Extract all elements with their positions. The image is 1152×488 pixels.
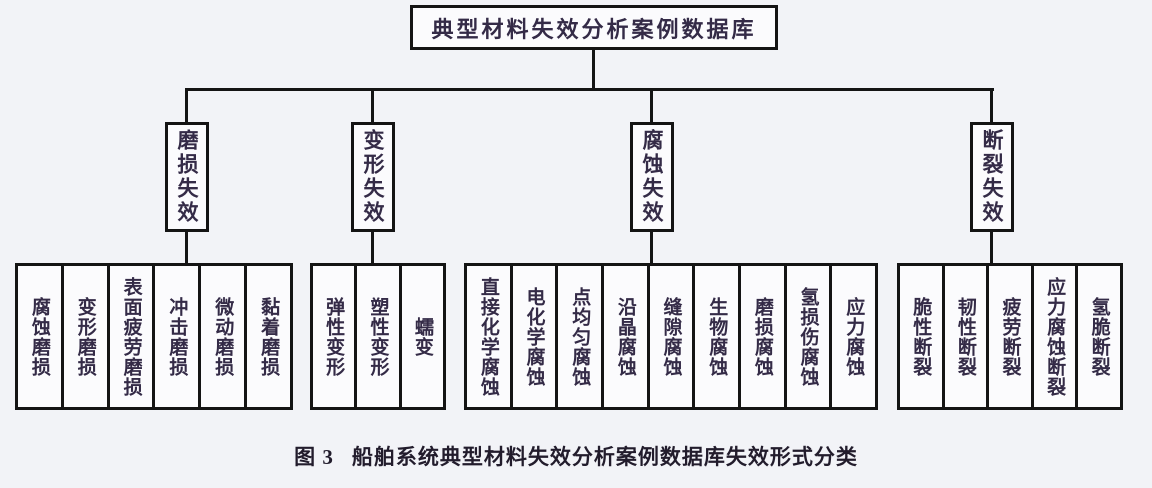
figure-caption-label: 图 3 bbox=[294, 445, 334, 469]
category-node-corrosion-failure: 腐蚀失效 bbox=[630, 122, 674, 232]
connector-stub-fracture-bottom bbox=[990, 232, 993, 263]
leaf-ductile-fracture: 韧性断裂 bbox=[941, 263, 990, 410]
leaf-wear-corrosion: 磨损腐蚀 bbox=[738, 263, 787, 410]
leaf-deformation-wear: 变形磨损 bbox=[60, 263, 110, 410]
leaf-creep: 蠕变 bbox=[398, 263, 446, 410]
leaf-surface-fatigue-wear: 表面疲劳磨损 bbox=[106, 263, 156, 410]
leaf-electrochemical-corrosion: 电化学腐蚀 bbox=[509, 263, 559, 410]
leaf-elastic-deformation: 弹性变形 bbox=[310, 263, 358, 410]
connector-stub-deform-top bbox=[371, 88, 374, 122]
leaf-row-wear: 腐蚀磨损 变形磨损 表面疲劳磨损 冲击磨损 微动磨损 黏着磨损 bbox=[15, 263, 293, 410]
figure-caption: 图 3 船舶系统典型材料失效分析案例数据库失效形式分类 bbox=[0, 441, 1152, 471]
leaf-crevice-corrosion: 缝隙腐蚀 bbox=[646, 263, 696, 410]
leaf-row-fracture: 脆性断裂 韧性断裂 疲劳断裂 应力腐蚀断裂 氢脆断裂 bbox=[897, 263, 1123, 410]
connector-stub-deform-bottom bbox=[371, 232, 374, 263]
leaf-fretting-wear: 微动磨损 bbox=[198, 263, 248, 410]
connector-root-stem bbox=[592, 50, 595, 90]
connector-stub-corrosion-top bbox=[650, 88, 653, 122]
leaf-stress-corrosion-fracture: 应力腐蚀断裂 bbox=[1030, 263, 1079, 410]
leaf-brittle-fracture: 脆性断裂 bbox=[897, 263, 945, 410]
category-node-deformation-failure: 变形失效 bbox=[351, 122, 395, 232]
leaf-plastic-deformation: 塑性变形 bbox=[354, 263, 402, 410]
figure-caption-text: 船舶系统典型材料失效分析案例数据库失效形式分类 bbox=[351, 445, 858, 469]
leaf-fatigue-fracture: 疲劳断裂 bbox=[986, 263, 1034, 410]
leaf-row-deformation: 弹性变形 塑性变形 蠕变 bbox=[310, 263, 446, 410]
connector-horizontal-bar bbox=[185, 88, 994, 91]
category-node-wear-failure: 磨损失效 bbox=[165, 122, 209, 232]
leaf-intergranular-corrosion: 沿晶腐蚀 bbox=[601, 263, 650, 410]
leaf-hydrogen-embrittlement-fracture: 氢脆断裂 bbox=[1075, 263, 1123, 410]
connector-stub-corrosion-bottom bbox=[650, 232, 653, 263]
leaf-corrosive-wear: 腐蚀磨损 bbox=[15, 263, 64, 410]
leaf-row-corrosion: 直接化学腐蚀 电化学腐蚀 点均匀腐蚀 沿晶腐蚀 缝隙腐蚀 生物腐蚀 磨损腐蚀 氢… bbox=[464, 263, 879, 410]
leaf-stress-corrosion: 应力腐蚀 bbox=[829, 263, 879, 410]
category-node-fracture-failure: 断裂失效 bbox=[970, 122, 1014, 232]
leaf-impact-wear: 冲击磨损 bbox=[152, 263, 202, 410]
leaf-pitting-uniform-corrosion: 点均匀腐蚀 bbox=[555, 263, 605, 410]
leaf-direct-chemical-corrosion: 直接化学腐蚀 bbox=[464, 263, 513, 410]
connector-stub-fracture-top bbox=[990, 88, 993, 122]
leaf-adhesive-wear: 黏着磨损 bbox=[244, 263, 293, 410]
connector-stub-wear-top bbox=[185, 88, 188, 122]
leaf-hydrogen-damage-corrosion: 氢损伤腐蚀 bbox=[783, 263, 833, 410]
connector-stub-wear-bottom bbox=[185, 232, 188, 263]
root-node-database: 典型材料失效分析案例数据库 bbox=[410, 5, 778, 50]
leaf-biological-corrosion: 生物腐蚀 bbox=[692, 263, 742, 410]
